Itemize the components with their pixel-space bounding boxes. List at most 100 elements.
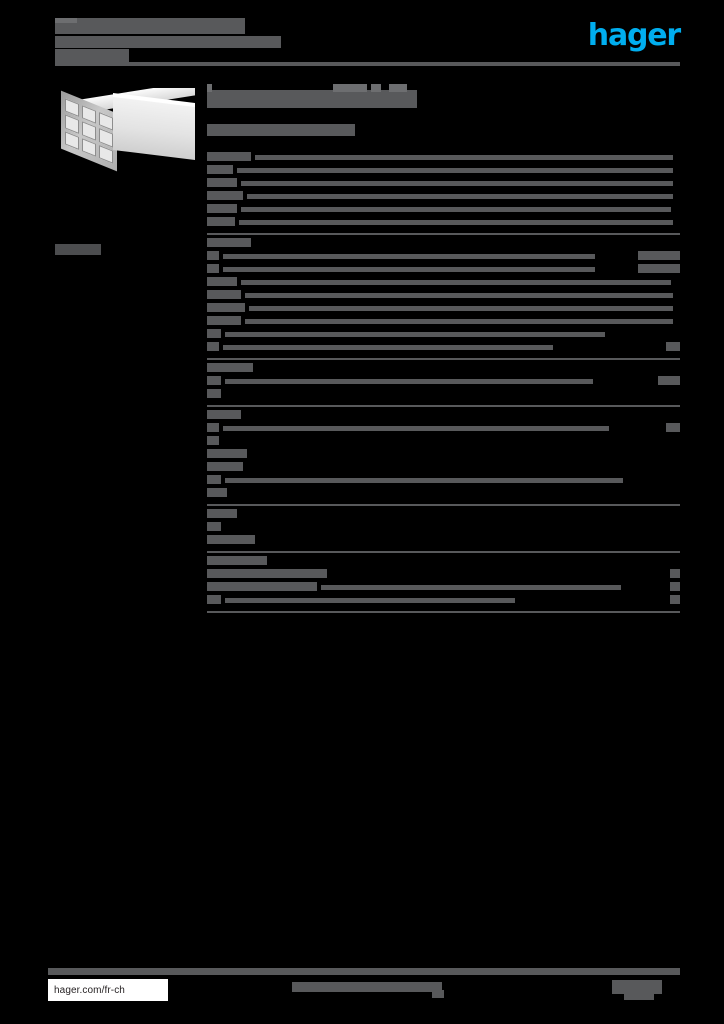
page-footer: hager.com/fr-ch <box>0 968 724 1024</box>
document-title-line-1 <box>55 18 245 34</box>
document-title-block <box>55 18 305 62</box>
spec-group <box>207 152 680 238</box>
spec-row <box>207 569 680 580</box>
spec-leader <box>245 303 680 311</box>
spec-row <box>207 165 680 176</box>
spec-row <box>207 488 680 499</box>
spec-group <box>207 509 680 556</box>
spec-label-block <box>207 449 247 458</box>
spec-leader <box>221 376 658 384</box>
spec-row <box>207 238 680 249</box>
spec-row <box>207 264 680 275</box>
spec-value-block <box>670 569 680 578</box>
spec-label-block <box>207 152 251 161</box>
spec-leader <box>219 436 680 444</box>
outlet-cell <box>99 128 113 148</box>
spec-label <box>207 423 219 432</box>
spec-label <box>207 376 221 385</box>
outlet-cell <box>65 114 79 134</box>
spec-label <box>207 535 255 544</box>
spec-label <box>207 152 251 161</box>
footer-right-block-2 <box>624 994 654 1000</box>
spec-leader <box>237 178 680 186</box>
spec-leader-block <box>249 306 673 311</box>
document-title-line-1-cap <box>55 18 77 23</box>
spec-group-rule <box>207 504 680 506</box>
cable-trunking-illustration <box>55 88 195 174</box>
spec-leader-block <box>225 379 593 384</box>
spec-leader <box>219 251 638 259</box>
spec-row <box>207 251 680 262</box>
spec-row <box>207 582 680 593</box>
spec-leader-block <box>241 207 671 212</box>
spec-leader <box>237 277 680 285</box>
hager-wordmark: hager <box>587 18 681 53</box>
spec-label-block <box>207 165 233 174</box>
spec-label-block <box>207 217 235 226</box>
document-title-line-3 <box>55 49 129 62</box>
spec-value-block <box>670 582 680 591</box>
spec-row <box>207 303 680 314</box>
spec-group-rule <box>207 358 680 360</box>
footer-right-block <box>612 980 662 994</box>
spec-label <box>207 488 227 497</box>
outlet-cell <box>82 121 96 141</box>
spec-group-separator <box>207 230 680 238</box>
spec-value-block <box>670 595 680 604</box>
hager-logo[interactable]: hager <box>576 18 681 53</box>
footer-url-box[interactable]: hager.com/fr-ch <box>48 979 168 1001</box>
spec-label <box>207 389 221 398</box>
spec-leader-block <box>225 332 605 337</box>
spec-label <box>207 264 219 273</box>
spec-leader <box>241 410 680 418</box>
page-header: hager <box>0 0 724 72</box>
spec-value <box>638 251 680 260</box>
spec-leader-block <box>225 598 515 603</box>
spec-leader <box>317 582 670 590</box>
spec-label <box>207 436 219 445</box>
spec-label <box>207 217 235 226</box>
page-title-ascender-d <box>389 84 407 92</box>
spec-label-block <box>207 342 219 351</box>
spec-row <box>207 277 680 288</box>
spec-label <box>207 178 237 187</box>
spec-label <box>207 329 221 338</box>
spec-row <box>207 376 680 387</box>
spec-row <box>207 475 680 486</box>
spec-leader-block <box>241 181 673 186</box>
footer-center-descender <box>432 990 444 998</box>
spec-row <box>207 191 680 202</box>
spec-leader <box>221 329 680 337</box>
spec-label <box>207 556 267 565</box>
spec-group-separator <box>207 501 680 509</box>
spec-group-rule <box>207 233 680 235</box>
spec-leader <box>241 316 680 324</box>
spec-value <box>666 423 680 432</box>
left-column-caption <box>55 240 175 256</box>
spec-leader-block <box>223 267 595 272</box>
spec-value <box>666 342 680 351</box>
spec-value <box>670 569 680 578</box>
page-title-ascender-b <box>333 84 367 92</box>
spec-leader <box>237 509 680 517</box>
spec-label-block <box>207 303 245 312</box>
spec-row <box>207 449 680 460</box>
spec-leader-block <box>245 293 673 298</box>
spec-row <box>207 217 680 228</box>
spec-row <box>207 462 680 473</box>
spec-row <box>207 389 680 400</box>
spec-label-block <box>207 290 241 299</box>
spec-value <box>638 264 680 273</box>
spec-label-block <box>207 522 221 531</box>
spec-label <box>207 238 251 247</box>
spec-label-block <box>207 204 237 213</box>
spec-group-rule <box>207 405 680 407</box>
spec-label-block <box>207 277 237 286</box>
spec-label <box>207 165 233 174</box>
spec-value <box>658 376 680 385</box>
spec-row <box>207 204 680 215</box>
spec-leader-block <box>255 155 673 160</box>
spec-label-block <box>207 475 221 484</box>
spec-label-block <box>207 329 221 338</box>
spec-group-separator <box>207 608 680 616</box>
